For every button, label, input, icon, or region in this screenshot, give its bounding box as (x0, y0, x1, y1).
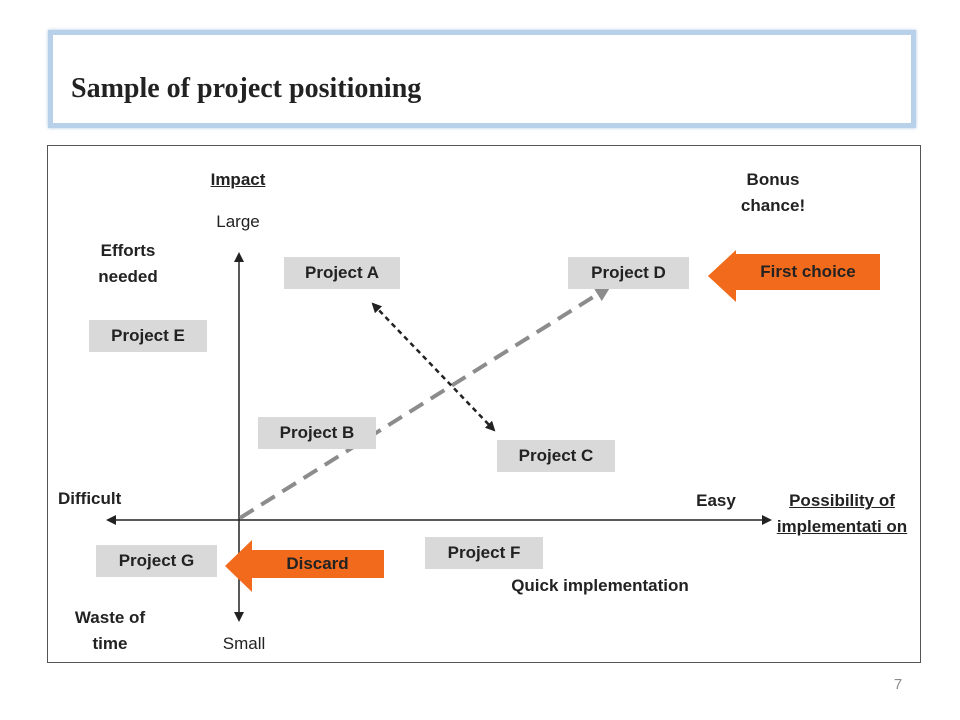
quadrant-bottom-right: Quick implementation (511, 576, 689, 595)
first-choice-callout (708, 254, 880, 300)
y-axis-top-label: Large (216, 212, 260, 231)
x-axis-left-label: Difficult (58, 489, 122, 508)
project-f-box: Project F (425, 537, 543, 569)
quadrant-bottom-left: Waste of time (74, 608, 146, 654)
y-axis-bottom-label: Small (222, 634, 266, 653)
x-axis-right-label: Easy (696, 491, 736, 510)
quadrant-top-right: Bonus chance! (740, 170, 806, 216)
project-g-box: Project G (96, 545, 217, 577)
page-number: 7 (893, 676, 903, 693)
slide-title: Sample of project positioning (71, 73, 422, 104)
project-b-box: Project B (258, 417, 376, 449)
positioning-diagram (47, 145, 921, 663)
project-a-box: Project A (284, 257, 400, 289)
discard-arrowhead (225, 540, 252, 592)
first-choice-label: First choice (760, 262, 856, 281)
title-box: Sample of project positioning (48, 30, 916, 128)
discard-callout (251, 550, 384, 578)
project-e-box: Project E (89, 320, 207, 352)
project-d-box: Project D (568, 257, 689, 289)
a-c-arrow (371, 302, 496, 432)
quadrant-top-left: Efforts needed (98, 241, 158, 287)
x-axis-title: Possibility of implementati on (776, 491, 908, 537)
trend-arrow (238, 285, 612, 520)
project-c-box: Project C (497, 440, 615, 472)
y-axis-title: Impact (210, 170, 266, 189)
first-choice-arrowhead (708, 250, 736, 302)
discard-label: Discard (286, 554, 349, 573)
